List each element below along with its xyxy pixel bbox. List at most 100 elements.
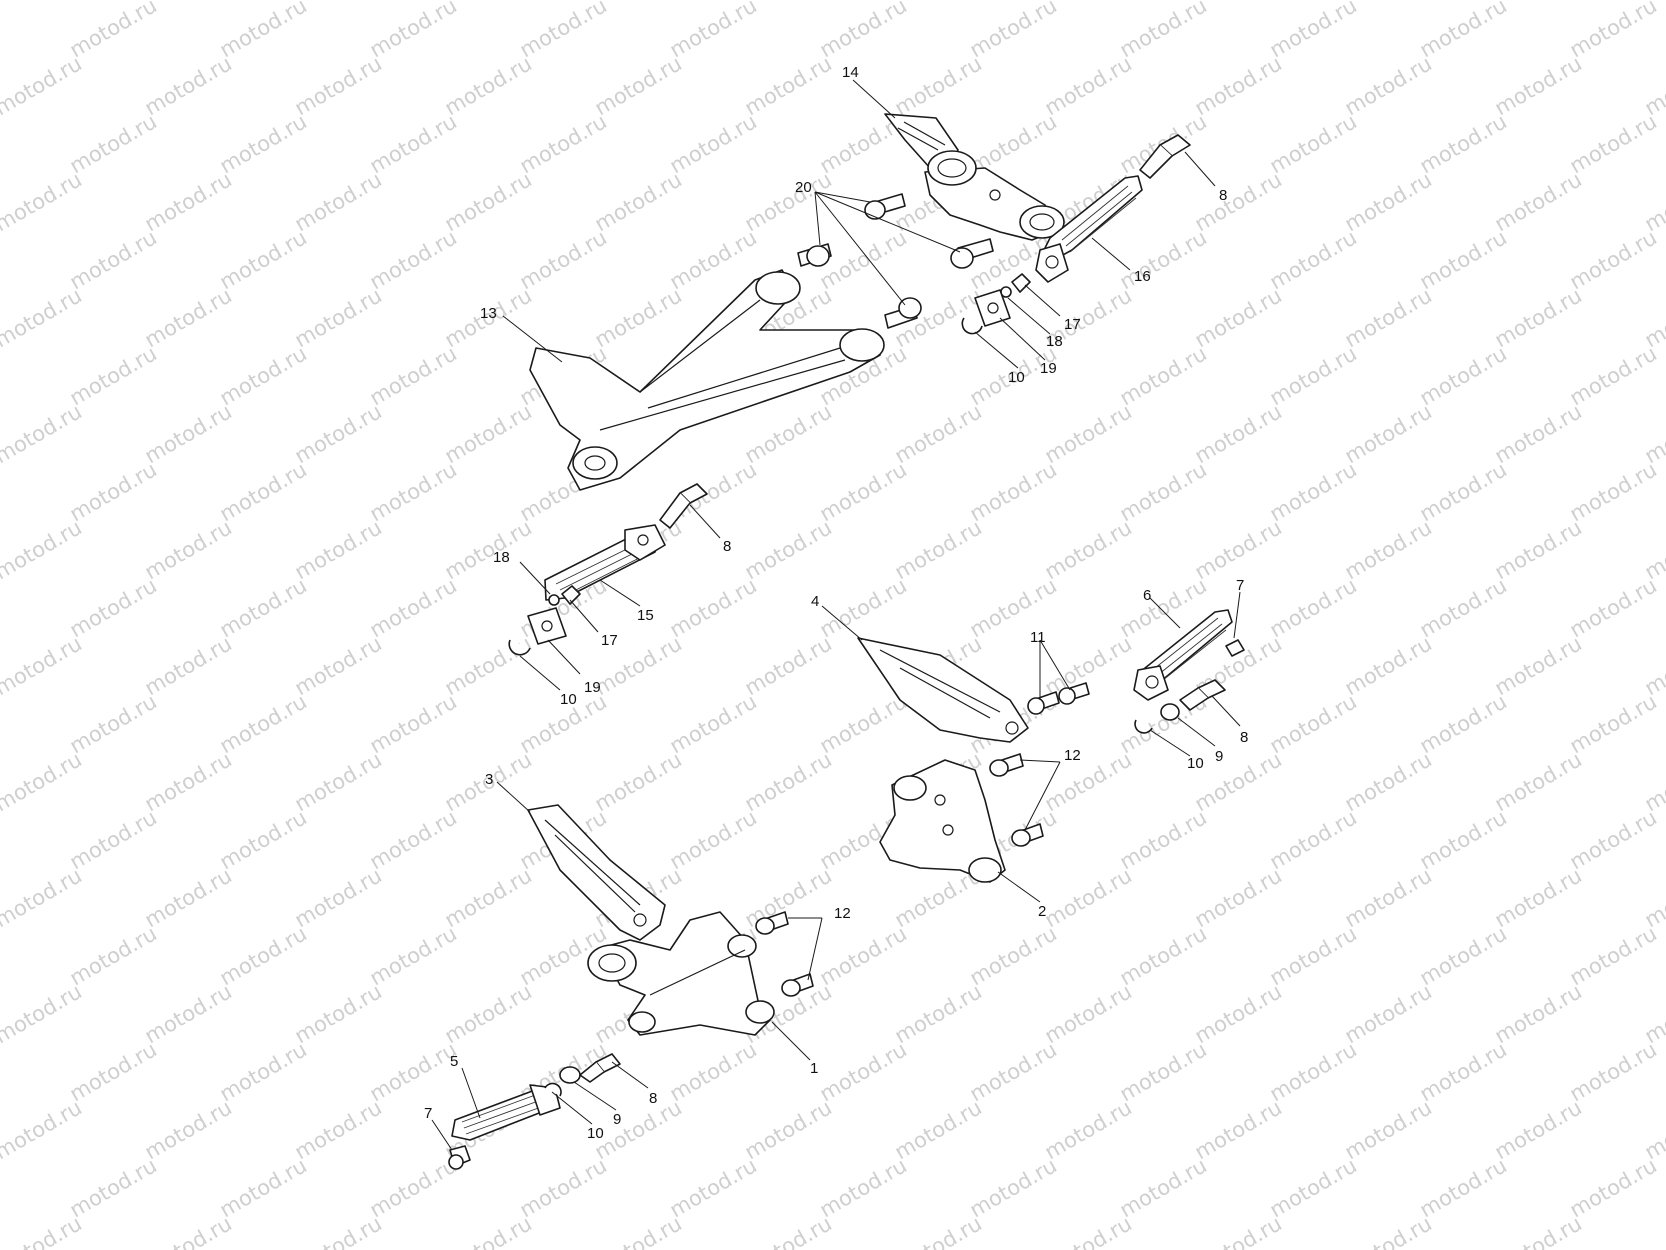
- watermark-text: motod.ru: [1566, 1037, 1661, 1106]
- watermark-text: motod.ru: [291, 515, 386, 584]
- part-6-footpeg: [1133, 609, 1233, 701]
- watermark-text: motod.ru: [666, 225, 761, 294]
- watermark-text: motod.ru: [216, 341, 311, 410]
- watermark-text: motod.ru: [1116, 1153, 1211, 1222]
- watermark-text: motod.ru: [216, 1037, 311, 1106]
- watermark-text: motod.ru: [291, 399, 386, 468]
- watermark-text: motod.ru: [216, 109, 311, 178]
- watermark-text: motod.ru: [891, 515, 986, 584]
- callout-9: 9: [613, 1111, 621, 1128]
- watermark-text: motod.ru: [741, 1211, 836, 1250]
- watermark-text: motod.ru: [891, 1095, 986, 1164]
- watermark-text: motod.ru: [1566, 921, 1661, 990]
- watermark-text: motod.ru: [291, 1211, 386, 1250]
- watermark-text: motod.ru: [1191, 399, 1286, 468]
- watermark-text: motod.ru: [666, 1153, 761, 1222]
- watermark-text: motod.ru: [216, 1153, 311, 1222]
- part-1-hanger: [587, 911, 775, 1036]
- watermark-text: motod.ru: [1266, 573, 1361, 642]
- watermark-text: motod.ru: [1641, 1211, 1666, 1250]
- watermark-text: motod.ru: [216, 689, 311, 758]
- watermark-text: motod.ru: [366, 805, 461, 874]
- watermark-text: motod.ru: [1041, 399, 1136, 468]
- watermark-text: motod.ru: [291, 979, 386, 1048]
- watermark-text: motod.ru: [1416, 921, 1511, 990]
- watermark-text: motod.ru: [366, 689, 461, 758]
- watermark-text: motod.ru: [441, 631, 536, 700]
- watermark-text: motod.ru: [141, 979, 236, 1048]
- watermark-text: motod.ru: [966, 921, 1061, 990]
- watermark-text: motod.ru: [291, 1095, 386, 1164]
- watermark-text: motod.ru: [1566, 805, 1661, 874]
- watermark-text: motod.ru: [591, 167, 686, 236]
- watermark-text: motod.ru: [441, 979, 536, 1048]
- watermark-text: motod.ru: [66, 921, 161, 990]
- watermark-text: motod.ru: [891, 51, 986, 120]
- watermark-text: motod.ru: [1566, 457, 1661, 526]
- watermark-text: motod.ru: [141, 747, 236, 816]
- watermark-text: motod.ru: [816, 0, 911, 62]
- watermark-text: motod.ru: [966, 573, 1061, 642]
- watermark-text: motod.ru: [741, 399, 836, 468]
- watermark-text: motod.ru: [1491, 167, 1586, 236]
- watermark-text: motod.ru: [216, 805, 311, 874]
- watermark-text: motod.ru: [1041, 747, 1136, 816]
- watermark-text: motod.ru: [0, 0, 86, 4]
- watermark-text: motod.ru: [291, 631, 386, 700]
- watermark-text: motod.ru: [816, 1153, 911, 1222]
- watermark-text: motod.ru: [366, 573, 461, 642]
- watermark-text: motod.ru: [1491, 283, 1586, 352]
- watermark-text: motod.ru: [291, 51, 386, 120]
- watermark-text: motod.ru: [666, 805, 761, 874]
- watermark-text: motod.ru: [891, 1211, 986, 1250]
- watermark-text: motod.ru: [1641, 515, 1666, 584]
- watermark-text: motod.ru: [1416, 805, 1511, 874]
- watermark-text: motod.ru: [1566, 109, 1661, 178]
- part-4-heel-guard: [857, 637, 1029, 743]
- watermark-text: motod.ru: [1641, 399, 1666, 468]
- callout-9: 9: [1215, 748, 1223, 765]
- part-12-screws-right: [989, 753, 1044, 847]
- watermark-text: motod.ru: [1116, 225, 1211, 294]
- watermark-text: motod.ru: [1116, 457, 1211, 526]
- callout-5: 5: [450, 1053, 458, 1070]
- watermark-text: motod.ru: [1566, 689, 1661, 758]
- watermark-text: motod.ru: [1266, 225, 1361, 294]
- watermark-text: motod.ru: [1491, 399, 1586, 468]
- watermark-text: motod.ru: [141, 863, 236, 932]
- watermark-text: motod.ru: [516, 109, 611, 178]
- watermark-text: motod.ru: [1491, 979, 1586, 1048]
- watermark-text: motod.ru: [1191, 863, 1286, 932]
- callout-20: 20: [795, 179, 812, 196]
- part-11-screws: [1027, 682, 1090, 715]
- watermark-text: motod.ru: [366, 109, 461, 178]
- watermark-text: motod.ru: [816, 1037, 911, 1106]
- callout-labels: 14 8 20 16 13 17 18 19 10 8 18 15 17 10 …: [424, 64, 1248, 1142]
- watermark-text: motod.ru: [216, 573, 311, 642]
- watermark-text: motod.ru: [1116, 805, 1211, 874]
- callout-17: 17: [601, 632, 618, 649]
- watermark-text: motod.ru: [1116, 921, 1211, 990]
- watermark-text: motod.ru: [366, 1153, 461, 1222]
- watermark-text: motod.ru: [816, 225, 911, 294]
- watermark-text: motod.ru: [1341, 515, 1436, 584]
- watermark-text: motod.ru: [1041, 51, 1136, 120]
- watermark-text: motod.ru: [1341, 399, 1436, 468]
- watermark-text: motod.ru: [66, 457, 161, 526]
- leader-lines: [431, 79, 1241, 1151]
- watermark-text: motod.ru: [816, 457, 911, 526]
- watermark-text: motod.ru: [666, 573, 761, 642]
- watermark-text: motod.ru: [1491, 747, 1586, 816]
- watermark-text: motod.ru: [741, 515, 836, 584]
- watermark-text: motod.ru: [1416, 573, 1511, 642]
- watermark-text: motod.ru: [1116, 1037, 1211, 1106]
- watermark-text: motod.ru: [291, 283, 386, 352]
- watermark-text: motod.ru: [1641, 1095, 1666, 1164]
- watermark-text: motod.ru: [1341, 1095, 1436, 1164]
- watermark-text: motod.ru: [1341, 1211, 1436, 1250]
- callout-7: 7: [1236, 577, 1244, 594]
- watermark-text: motod.ru: [216, 921, 311, 990]
- watermark-text: motod.ru: [1266, 1037, 1361, 1106]
